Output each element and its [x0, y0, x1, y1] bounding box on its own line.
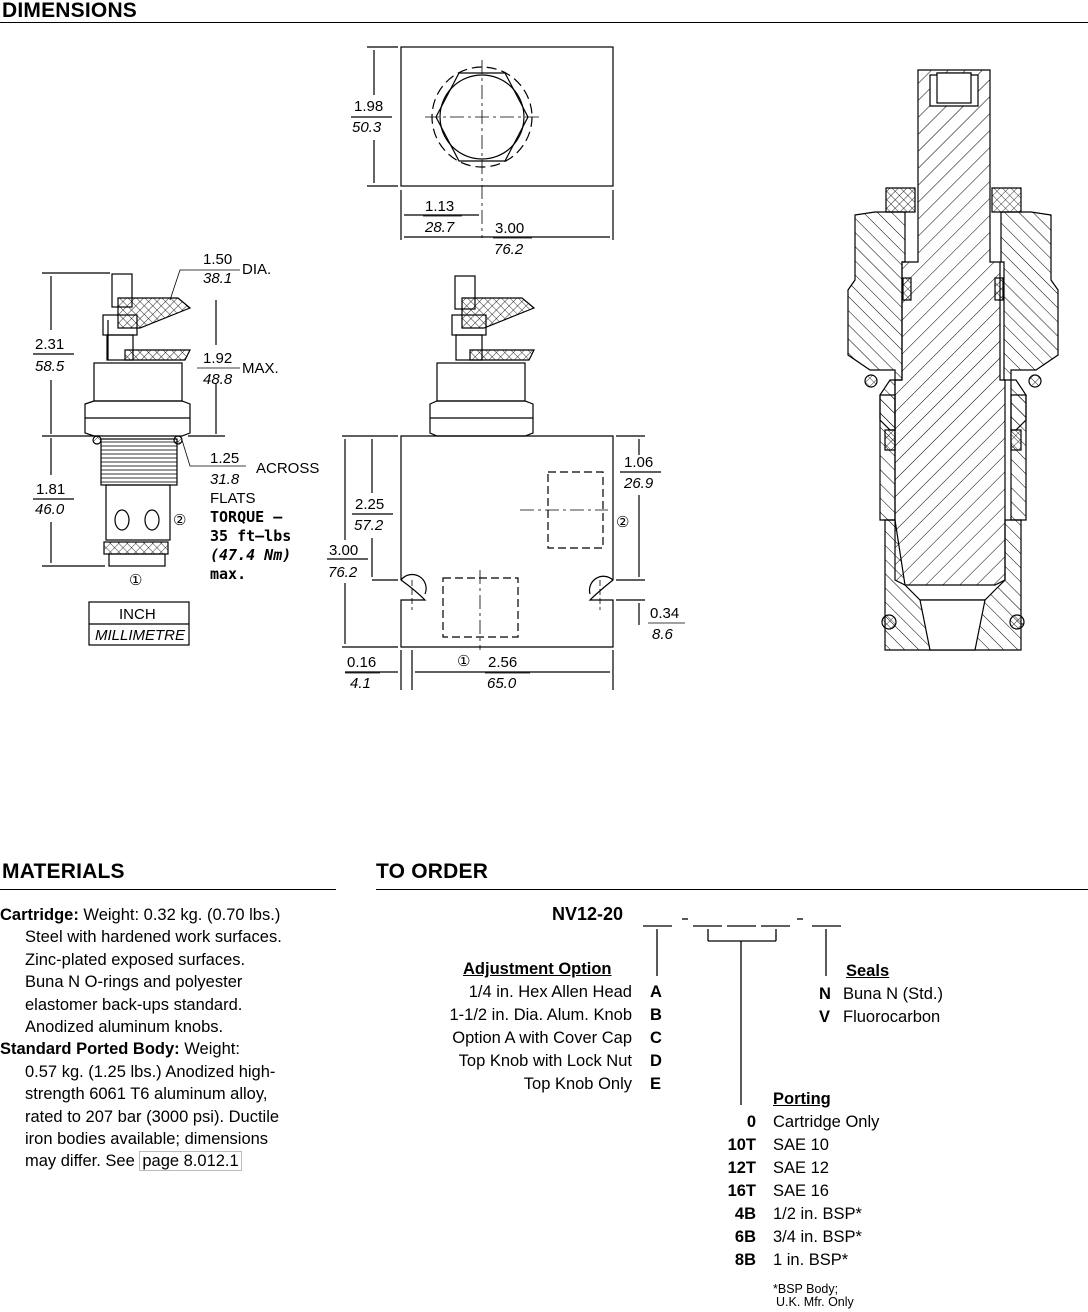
- cartridge-weight: Weight: 0.32 kg. (0.70 lbs.): [78, 906, 281, 924]
- torque-line-1: TORQUE –: [210, 508, 283, 526]
- legend-inch: INCH: [119, 606, 156, 623]
- cartridge-label: Cartridge:: [0, 906, 79, 924]
- dim-1-25-mm: 31.8: [210, 471, 240, 488]
- dim-1-92-suffix: MAX.: [242, 360, 279, 377]
- adjustment-option-code: C: [650, 1029, 662, 1047]
- dim-3-00h-mm: 76.2: [328, 564, 358, 581]
- dim-1-25-suffix: ACROSS: [256, 460, 319, 477]
- dim-3-00w-in: 3.00: [495, 220, 524, 237]
- torque-line-4: max.: [210, 565, 246, 583]
- porting-option-label: SAE 16: [773, 1182, 829, 1200]
- materials-rule: [0, 889, 336, 890]
- dim-0-34-mm: 8.6: [652, 626, 674, 643]
- adjustment-option-code: B: [650, 1006, 662, 1024]
- dim-1-25-suffix2: FLATS: [210, 490, 256, 507]
- dim-1-92-mm: 48.8: [203, 371, 233, 388]
- adjustment-option-code: D: [650, 1052, 662, 1070]
- porting-option-code: 4B: [734, 1205, 756, 1223]
- seals-title: Seals: [846, 962, 890, 980]
- dim-1-13-in: 1.13: [425, 198, 454, 215]
- body-line-last: may differ. See: [25, 1152, 140, 1171]
- adjustment-option-label: 1-1/2 in. Dia. Alum. Knob: [449, 1006, 632, 1024]
- dim-3-00w-mm: 76.2: [494, 241, 524, 258]
- dim-2-31-in: 2.31: [35, 336, 64, 353]
- porting-option-code: 6B: [734, 1228, 756, 1246]
- port-2-left: ②: [173, 512, 186, 529]
- dim-0-16-mm: 4.1: [350, 675, 371, 692]
- adjustment-option-label: Top Knob Only: [523, 1075, 632, 1093]
- cartridge-line: Buna N O-rings and polyester: [25, 973, 243, 992]
- cartridge-line: Steel with hardened work surfaces.: [25, 928, 282, 947]
- body-line: iron bodies available; dimensions: [25, 1130, 269, 1149]
- seals-option-code: V: [819, 1008, 831, 1026]
- porting-option-code: 0: [746, 1113, 756, 1131]
- porting-option-label: SAE 10: [773, 1136, 829, 1154]
- materials-heading: MATERIALS: [2, 860, 125, 883]
- dim-1-81-mm: 46.0: [35, 501, 65, 518]
- to-order-rule: [376, 889, 1088, 890]
- body-line: rated to 207 bar (3000 psi). Ductile: [25, 1107, 280, 1126]
- dim-1-81-in: 1.81: [36, 481, 65, 498]
- dimensions-heading: DIMENSIONS: [2, 0, 138, 22]
- adjustment-option-code: A: [650, 983, 662, 1001]
- porting-option-label: Cartridge Only: [773, 1113, 880, 1131]
- dim-1-92-in: 1.92: [203, 350, 232, 367]
- porting-title: Porting: [773, 1090, 831, 1108]
- dim-0-34-in: 0.34: [650, 605, 679, 622]
- porting-option-code: 10T: [727, 1136, 756, 1154]
- dim-1-50-in: 1.50: [203, 251, 232, 268]
- adjustment-option-label: Option A with Cover Cap: [452, 1029, 632, 1047]
- body-line: strength 6061 T6 aluminum alloy,: [25, 1085, 268, 1104]
- dim-1-13-mm: 28.7: [424, 219, 455, 236]
- dim-2-56-mm: 65.0: [487, 675, 517, 692]
- dim-2-25-mm: 57.2: [354, 517, 384, 534]
- materials-text: Cartridge: Weight: 0.32 kg. (0.70 lbs.) …: [0, 904, 335, 1173]
- dim-1-06-mm: 26.9: [623, 475, 654, 492]
- porting-option-code: 12T: [727, 1159, 756, 1177]
- torque-line-2: 35 ft–lbs: [210, 527, 291, 545]
- dim-2-25-in: 2.25: [355, 496, 384, 513]
- cartridge-line: Zinc-plated exposed surfaces.: [25, 950, 246, 969]
- dim-1-25-in: 1.25: [210, 450, 239, 467]
- port-1-left: ①: [129, 572, 142, 589]
- porting-option-code: 16T: [727, 1182, 756, 1200]
- adjustment-option-label: 1/4 in. Hex Allen Head: [468, 983, 632, 1001]
- adjustment-option-label: Top Knob with Lock Nut: [458, 1052, 632, 1070]
- seals-option-label: Buna N (Std.): [843, 985, 943, 1003]
- porting-option-label: 1/2 in. BSP*: [773, 1205, 862, 1223]
- dim-0-16-in: 0.16: [347, 654, 376, 671]
- dim-3-00h-in: 3.00: [329, 542, 358, 559]
- page-link[interactable]: page 8.012.1: [139, 1151, 242, 1172]
- porting-footnote-2: U.K. Mfr. Only: [776, 1295, 854, 1309]
- body-line: 0.57 kg. (1.25 lbs.) Anodized high-: [25, 1062, 276, 1081]
- porting-option-label: 1 in. BSP*: [773, 1251, 849, 1269]
- dim-1-06-in: 1.06: [624, 454, 653, 471]
- adjustment-title: Adjustment Option: [463, 960, 612, 978]
- port-2-mid: ②: [616, 514, 629, 531]
- seals-option-code: N: [819, 985, 831, 1003]
- model-code: NV12-20: [552, 904, 624, 924]
- cartridge-line: Anodized aluminum knobs.: [25, 1018, 224, 1037]
- porting-option-label: 3/4 in. BSP*: [773, 1228, 862, 1246]
- dim-1-50-suffix: DIA.: [242, 261, 271, 278]
- cartridge-line: elastomer back-ups standard.: [25, 995, 243, 1014]
- torque-line-3: (47.4 Nm): [210, 546, 291, 564]
- port-1-mid: ①: [457, 653, 470, 670]
- dim-1-98-in: 1.98: [354, 98, 383, 115]
- dimension-drawing: 1.98 50.3 1.13 28.7 3.00 76.2 1.50 38.1 …: [33, 46, 1059, 692]
- dimensions-rule: [0, 22, 1088, 23]
- dim-1-50-mm: 38.1: [203, 270, 232, 287]
- dim-2-56-in: 2.56: [488, 654, 517, 671]
- adjustment-option-code: E: [650, 1075, 662, 1093]
- seals-option-label: Fluorocarbon: [843, 1008, 941, 1026]
- body-weight: Weight:: [179, 1040, 240, 1059]
- porting-option-code: 8B: [734, 1251, 756, 1269]
- dim-2-31-mm: 58.5: [35, 358, 65, 375]
- porting-option-label: SAE 12: [773, 1159, 829, 1177]
- legend-millimetre: MILLIMETRE: [95, 627, 186, 644]
- dim-1-98-mm: 50.3: [352, 119, 382, 136]
- body-label: Standard Ported Body:: [0, 1040, 180, 1059]
- porting-footnote-1: *BSP Body;: [773, 1282, 839, 1296]
- to-order-heading: TO ORDER: [376, 860, 489, 883]
